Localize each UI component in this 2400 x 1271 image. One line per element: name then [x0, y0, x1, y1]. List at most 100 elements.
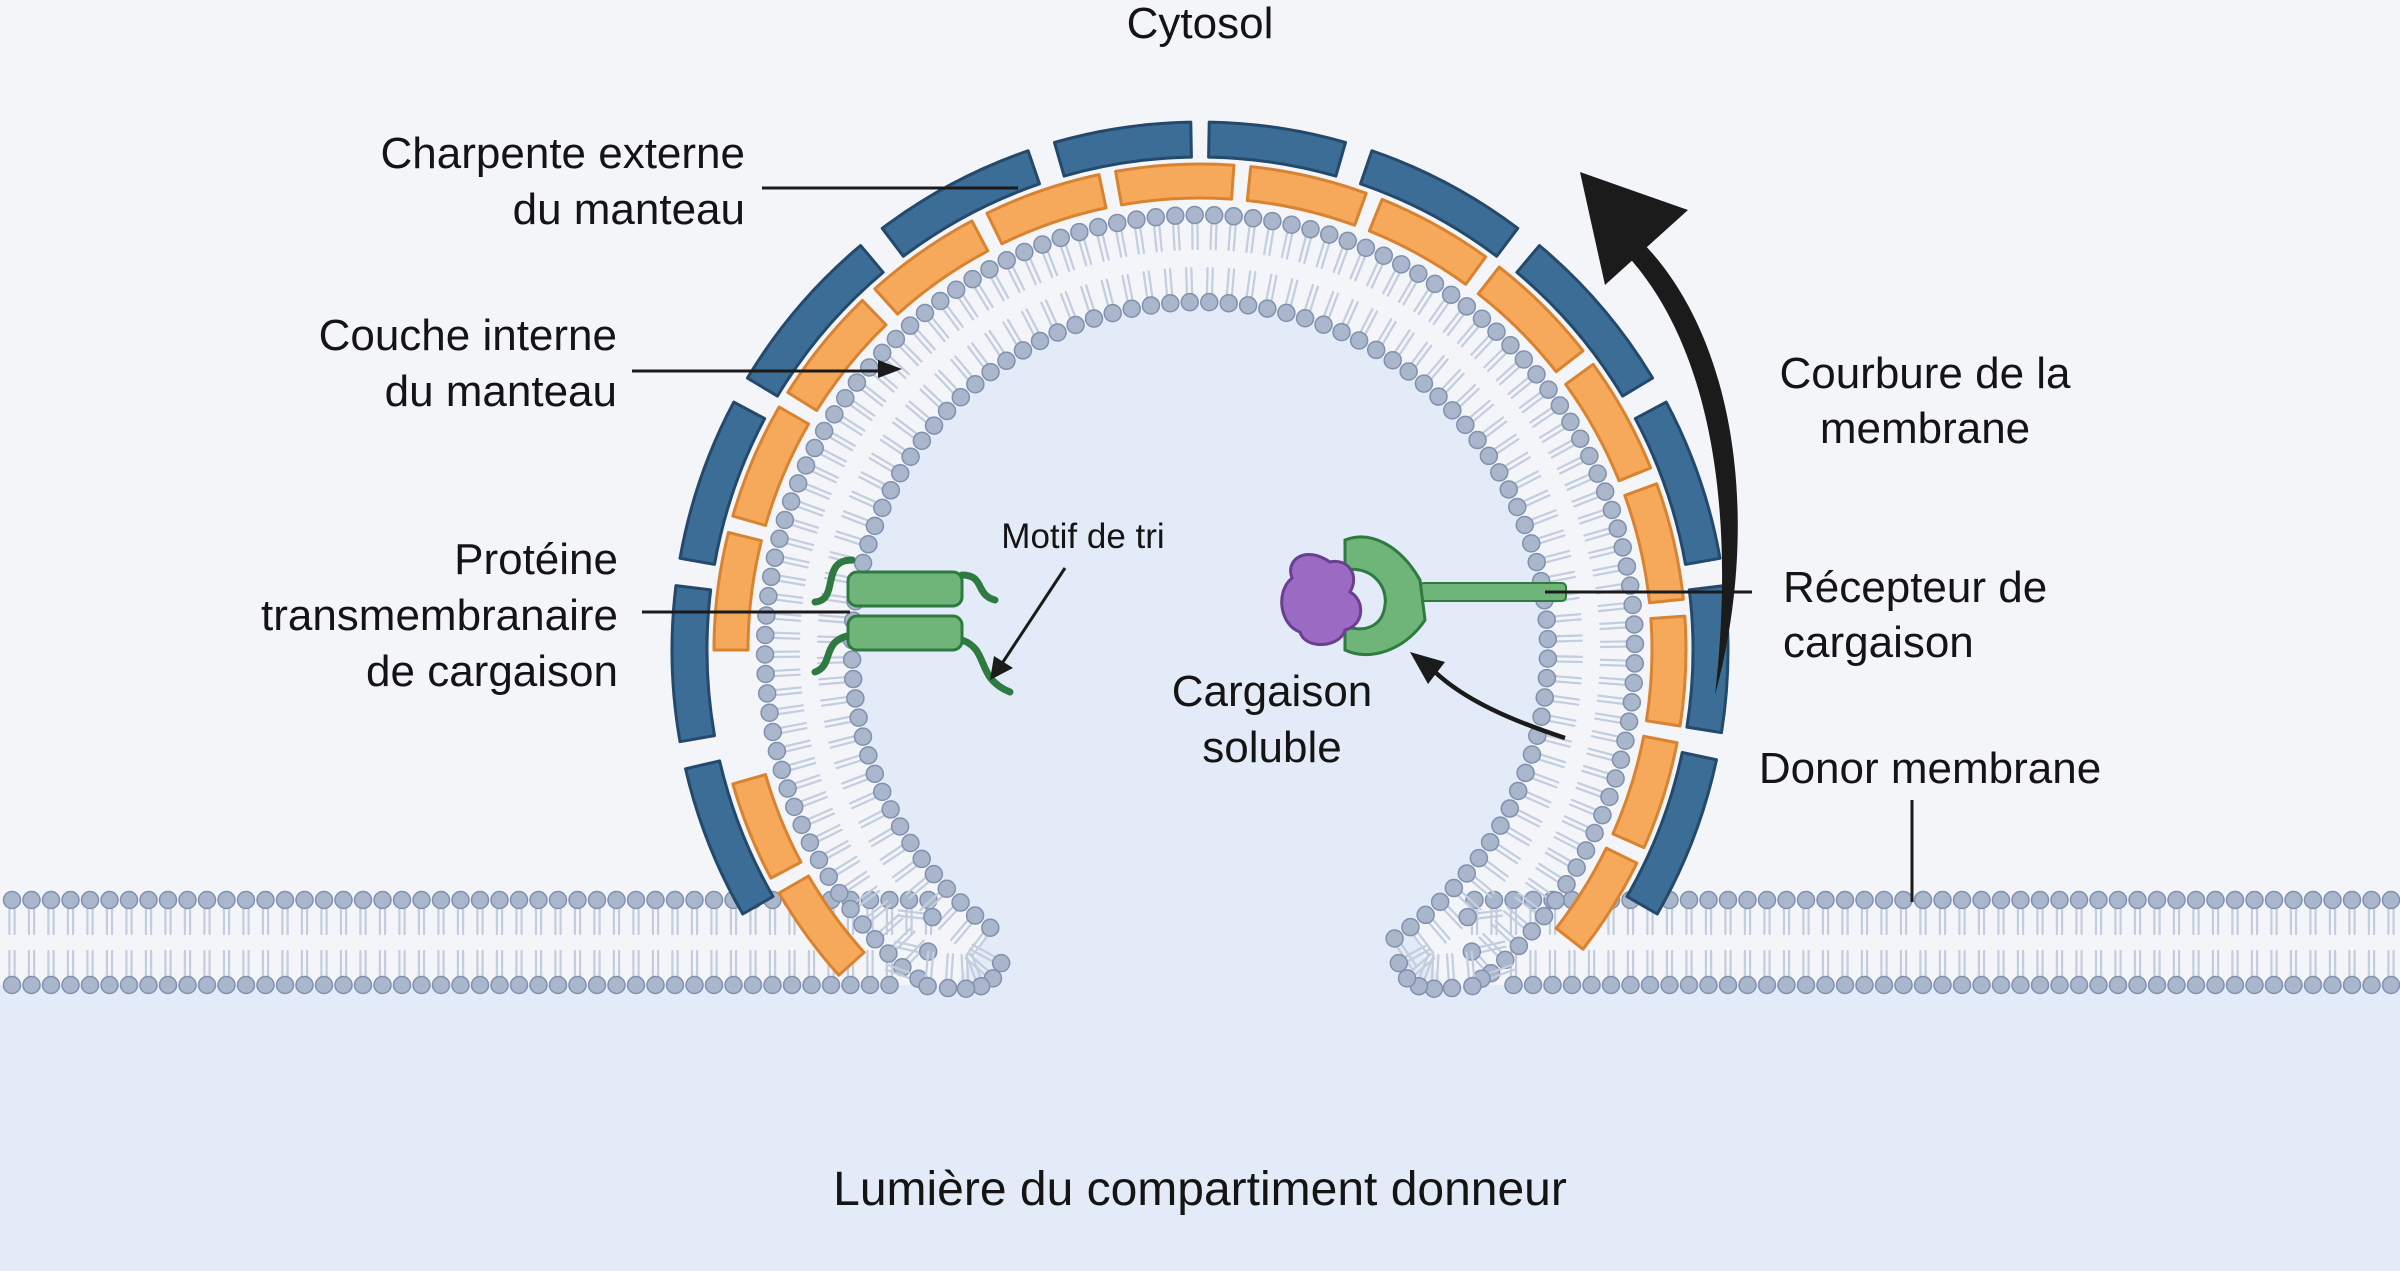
- lipid: [1499, 470, 1542, 499]
- lipid: [1479, 433, 1520, 466]
- lipid: [1548, 429, 1590, 459]
- lipid: [1660, 949, 1679, 995]
- coat-segment: [1611, 734, 1679, 850]
- coat-segment: [1554, 846, 1639, 951]
- lipid: [938, 952, 958, 998]
- lipid: [1855, 949, 1874, 995]
- lipid: [915, 303, 950, 343]
- lipid: [934, 369, 971, 407]
- lipid: [1538, 629, 1583, 649]
- coat-segment: [678, 400, 767, 566]
- lipid: [1679, 949, 1699, 995]
- lipid: [2264, 890, 2284, 936]
- lipid: [828, 727, 873, 749]
- lipid: [61, 890, 80, 936]
- lipid: [792, 807, 835, 835]
- lipid: [568, 949, 587, 995]
- sorting-motif-arrowhead: [990, 656, 1013, 680]
- lipid: [778, 774, 822, 798]
- lipid: [968, 943, 1011, 973]
- lipid: [770, 529, 815, 552]
- lipid: [470, 890, 490, 936]
- lipid: [1699, 949, 1718, 995]
- lipid: [1571, 482, 1615, 508]
- lipid: [80, 949, 100, 995]
- lipid: [1796, 890, 1816, 936]
- lipid: [275, 949, 295, 995]
- lipid: [1543, 949, 1562, 995]
- lipid: [868, 817, 910, 848]
- lipid: [1365, 246, 1394, 289]
- lipid: [2186, 949, 2206, 995]
- coat-segment: [1515, 244, 1655, 398]
- lipid: [392, 949, 412, 995]
- lipid: [1015, 242, 1042, 286]
- lipid: [1527, 549, 1572, 572]
- lipid: [1224, 207, 1243, 252]
- lipid: [1816, 949, 1835, 995]
- lipid: [1298, 220, 1320, 264]
- lipid: [1532, 707, 1577, 727]
- lipid: [373, 890, 392, 936]
- lipid: [158, 949, 178, 995]
- lipid: [849, 782, 892, 810]
- lipid: [451, 949, 470, 995]
- lipid: [2167, 890, 2186, 936]
- lipid: [1991, 949, 2011, 995]
- lipid: [1470, 322, 1506, 360]
- lipid: [217, 890, 236, 936]
- lipid: [1161, 268, 1180, 313]
- lipid: [626, 890, 646, 936]
- lipid: [2, 890, 22, 936]
- lipid: [796, 456, 840, 484]
- lipid: [1478, 932, 1515, 970]
- lipid: [2245, 949, 2264, 995]
- lipid: [1033, 235, 1059, 279]
- lipid: [1874, 890, 1894, 936]
- lipid: [451, 890, 470, 936]
- donor-membrane-bilayer: [2, 205, 2400, 998]
- lipid: [1587, 538, 1632, 560]
- lipid: [197, 949, 217, 995]
- lipid: [818, 669, 863, 689]
- lipid: [1185, 205, 1204, 251]
- lipid: [841, 885, 881, 919]
- lipid: [1777, 949, 1796, 995]
- lipid: [1539, 412, 1580, 444]
- coat-segment: [1367, 197, 1488, 286]
- lipid: [1349, 307, 1379, 350]
- lipid: [1581, 764, 1625, 788]
- lipid: [490, 890, 509, 936]
- lipid: [334, 949, 353, 995]
- lipid: [819, 855, 861, 886]
- lipid: [966, 918, 1000, 958]
- lipid: [587, 949, 607, 995]
- lipid: [529, 890, 548, 936]
- lipid: [1594, 712, 1639, 731]
- lipid: [963, 269, 994, 311]
- lipid: [1491, 919, 1529, 956]
- lipid: [100, 949, 119, 995]
- lipid: [1457, 864, 1496, 899]
- lipid: [841, 510, 885, 536]
- coat-segment: [731, 773, 803, 880]
- lipid: [1382, 255, 1411, 297]
- inner-coat-layer: [712, 162, 1688, 977]
- lipid: [1366, 318, 1397, 360]
- lipid: [509, 890, 529, 936]
- lipid: [392, 890, 412, 936]
- lipid: [1952, 890, 1972, 936]
- lipid: [2303, 949, 2323, 995]
- curvature-label-line1: Courbure de la: [1779, 349, 2071, 398]
- lipid: [2, 949, 22, 995]
- lipid: [1243, 209, 1263, 254]
- lipid: [61, 949, 80, 995]
- lipid: [919, 384, 957, 421]
- lipid: [1535, 862, 1576, 894]
- lipid: [295, 890, 314, 936]
- lipid: [1577, 500, 1622, 525]
- coat-segment: [777, 874, 866, 977]
- lipid: [139, 949, 158, 995]
- lipid: [509, 949, 529, 995]
